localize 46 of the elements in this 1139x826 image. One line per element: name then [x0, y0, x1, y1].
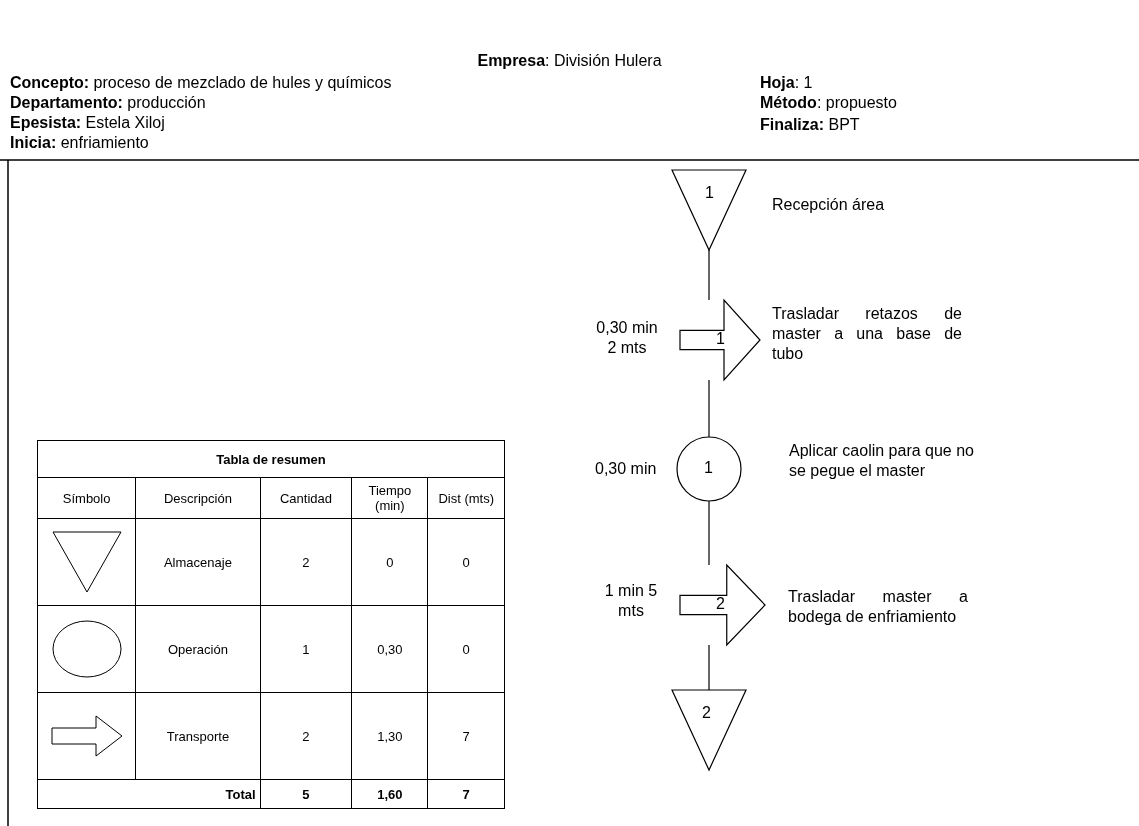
header-field: Método: propuesto — [760, 94, 897, 112]
flow-line — [708, 644, 710, 691]
column-header: Descripción — [135, 477, 261, 519]
table-cell: 2 — [260, 518, 352, 606]
step-description: Trasladar retazos de master a una base de tubo — [772, 304, 962, 364]
table-cell: 5 — [260, 779, 352, 809]
step-description: Trasladar master a bodega de enfriamiento — [788, 587, 968, 627]
symbol-number: 1 — [705, 184, 714, 202]
column-header: Cantidad — [260, 477, 352, 519]
header-field: Hoja: 1 — [760, 74, 813, 92]
table-cell: 7 — [427, 779, 505, 809]
symbol-number: 2 — [702, 704, 711, 722]
table-cell: 1,30 — [351, 692, 428, 780]
header-field: Finaliza: BPT — [760, 116, 860, 134]
column-header: Dist (mts) — [427, 477, 505, 519]
table-cell: 1 — [260, 605, 352, 693]
step-description: Aplicar caolin para que no se pegue el master — [789, 441, 975, 481]
step-description: Recepción área — [772, 195, 886, 215]
flow-line — [708, 249, 710, 301]
table-cell: 0 — [351, 518, 428, 606]
table-cell: Operación — [135, 605, 261, 693]
column-header: Tiempo (min) — [351, 477, 428, 519]
header-field: Concepto: proceso de mezclado de hules y químicos — [10, 74, 392, 92]
table-title: Tabla de resumen — [37, 440, 505, 478]
table-cell: 0 — [427, 518, 505, 606]
table-cell: 0 — [427, 605, 505, 693]
table-cell: Transporte — [135, 692, 261, 780]
flow-line — [708, 500, 710, 566]
column-header: Símbolo — [37, 477, 136, 519]
total-label: Total — [37, 779, 261, 809]
flow-line — [708, 379, 710, 438]
time-distance-note: 1 min 5 mts — [603, 581, 659, 621]
header-line: Empresa: División Hulera — [476, 52, 663, 70]
table-cell: 2 — [260, 692, 352, 780]
table-cell: 7 — [427, 692, 505, 780]
symbol-number: 2 — [716, 595, 725, 613]
table-cell: 0,30 — [351, 605, 428, 693]
header-field: Departamento: producción — [10, 94, 206, 112]
header-field: Inicia: enfriamiento — [10, 134, 149, 152]
time-distance-note: 0,30 min — [595, 459, 658, 479]
header-field: Epesista: Estela Xiloj — [10, 114, 165, 132]
symbol-number: 1 — [704, 459, 713, 477]
table-cell: Almacenaje — [135, 518, 261, 606]
table-cell: 1,60 — [351, 779, 428, 809]
symbol-number: 1 — [716, 330, 725, 348]
time-distance-note: 0,30 min 2 mts — [595, 318, 659, 358]
